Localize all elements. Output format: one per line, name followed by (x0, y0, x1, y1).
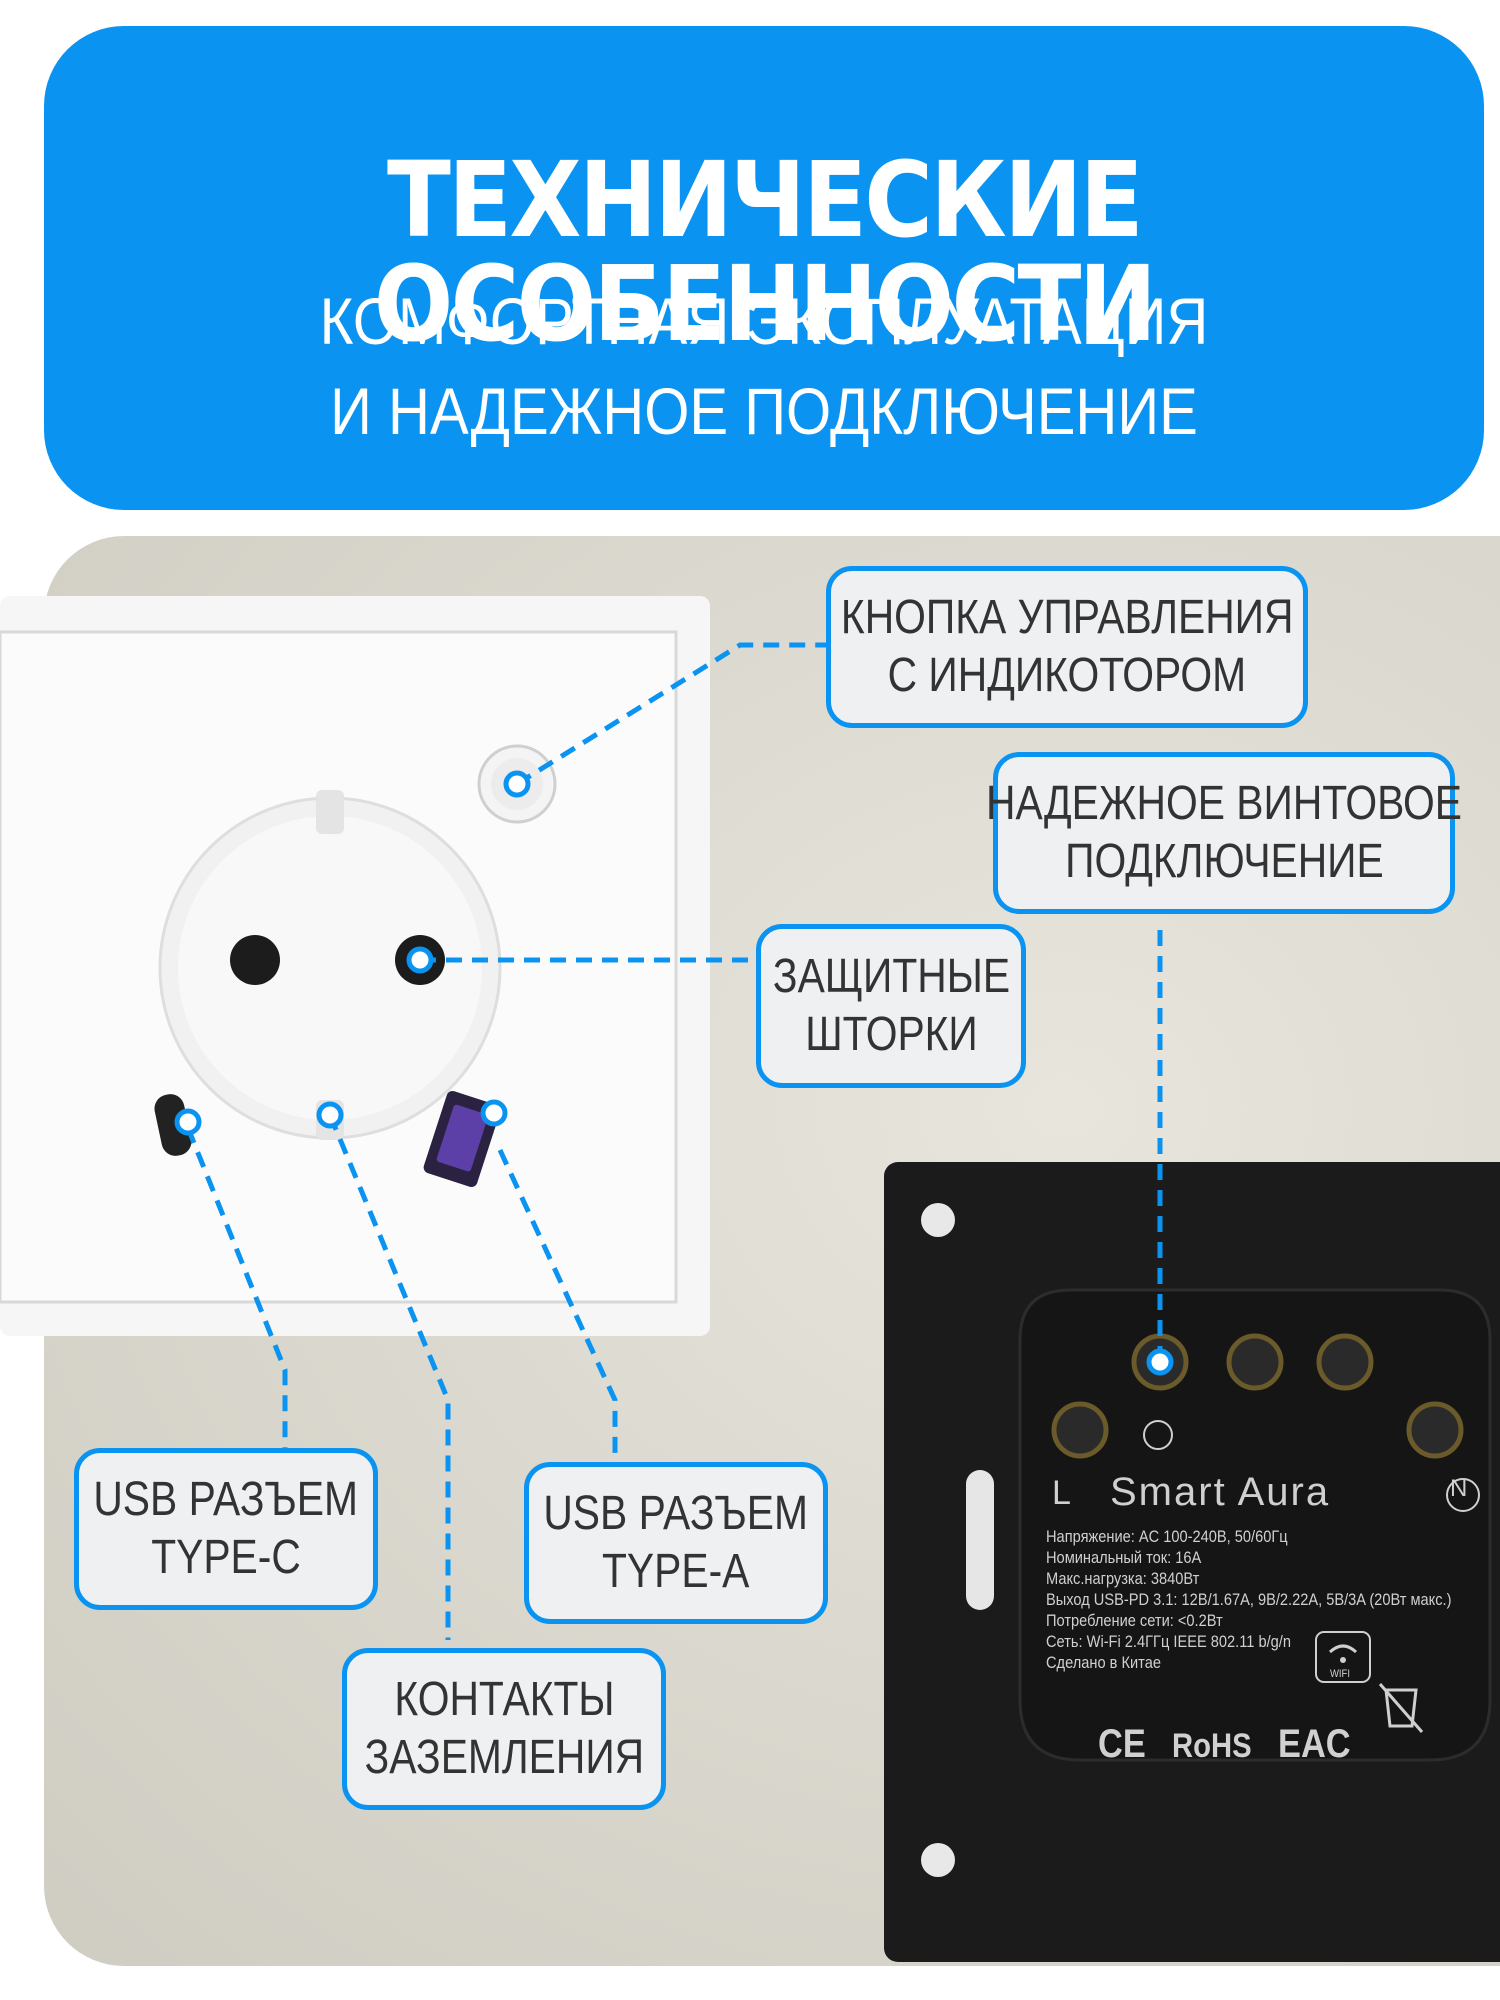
ground-symbol-icon (1143, 1420, 1173, 1450)
module-label-l: L (1052, 1474, 1073, 1512)
eac-mark: EAC (1278, 1722, 1351, 1766)
rohs-mark: RoHS (1172, 1727, 1252, 1765)
header-banner: ТЕХНИЧЕСКИЕ ОСОБЕННОСТИ КОМФОРТНАЯ ЭКСПЛ… (44, 26, 1484, 510)
connector-lines (185, 642, 1163, 1640)
smart-module (884, 1162, 1500, 1962)
subtitle-line-2: И НАДЕЖНОЕ ПОДКЛЮЧЕНИЕ (330, 374, 1198, 448)
socket-hole-left (230, 935, 280, 985)
spec-line: Сеть: Wi-Fi 2.4ГГц IEEE 802.11 b/g/n (1046, 1632, 1291, 1651)
usb-c-port-icon (154, 1094, 192, 1156)
module-brand: Smart Aura (1110, 1470, 1331, 1514)
module-label-n: N (1450, 1475, 1470, 1502)
connector-dots (174, 770, 1174, 1376)
spec-line: Напряжение: AC 100-240В, 50/60Гц (1046, 1527, 1288, 1546)
socket-plate (0, 596, 710, 1336)
wifi-icon (1315, 1631, 1371, 1683)
spec-line: Макс.нагрузка: 3840Вт (1046, 1569, 1200, 1588)
spec-line: Номинальный ток: 16А (1046, 1548, 1202, 1567)
page-title: ТЕХНИЧЕСКИЕ ОСОБЕННОСТИ (373, 139, 1157, 365)
subtitle-line-1: КОМФОРТНАЯ ЭКСПЛУАТАЦИЯ (319, 284, 1209, 358)
ce-mark: CE (1098, 1722, 1146, 1766)
weee-bin-icon (1384, 1688, 1418, 1728)
spec-line: Сделано в Китае (1046, 1653, 1161, 1672)
spec-line: Выход USB-PD 3.1: 12В/1.67A, 9В/2.22A, 5… (1046, 1590, 1452, 1609)
spec-line: Потребление сети: <0.2Вт (1046, 1611, 1223, 1630)
wifi-label: WIFI (1330, 1668, 1350, 1680)
